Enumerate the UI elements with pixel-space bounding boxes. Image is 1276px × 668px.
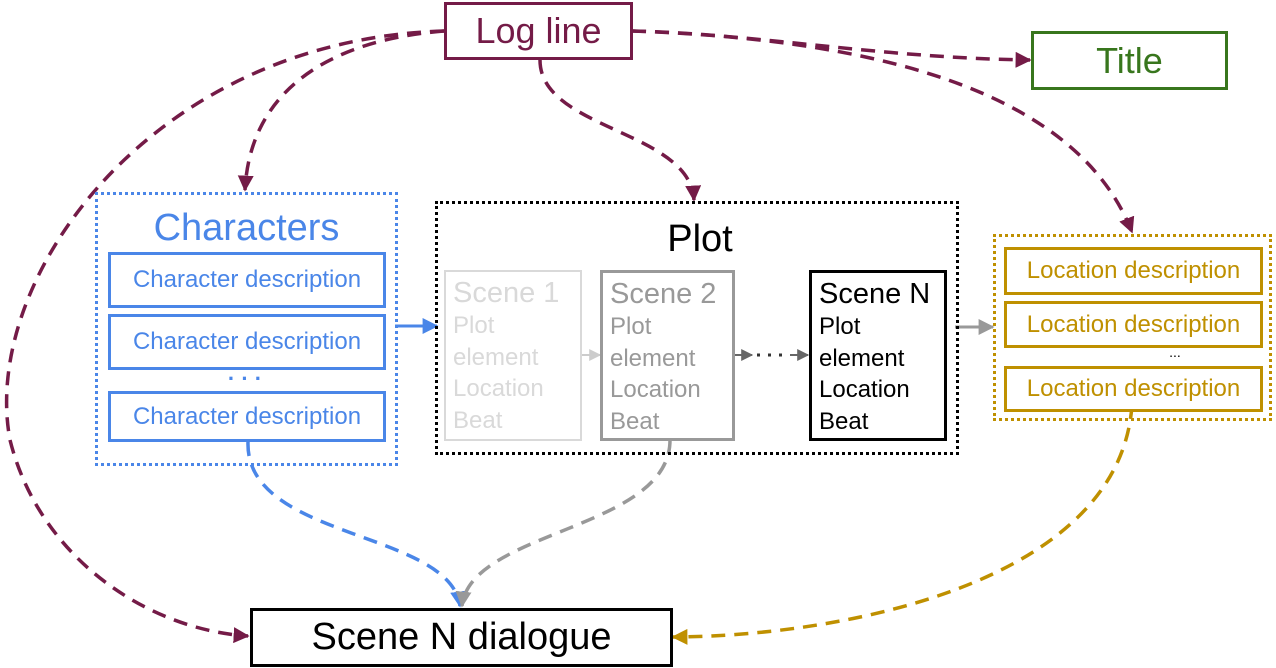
character-description-2[interactable]: Character description <box>108 314 386 370</box>
scene-2-line: Plot <box>610 313 652 340</box>
scene-1-line: element <box>453 343 539 371</box>
scene-2-line: element <box>610 344 696 372</box>
characters-ellipsis: · · · <box>227 366 263 391</box>
scene-1-card[interactable]: Scene 1 Plot element Location Beat <box>444 270 582 441</box>
location-description-3[interactable]: Location description <box>1004 366 1263 412</box>
locations-ellipsis: ... <box>1169 344 1181 360</box>
characters-group[interactable] <box>95 192 398 466</box>
edge-logline-plot <box>538 59 702 202</box>
scene-n-line: element <box>819 344 905 372</box>
plot-group[interactable] <box>435 201 959 455</box>
scene-1-line: Plot <box>453 312 495 339</box>
location-description-1[interactable]: Location description <box>1004 247 1263 295</box>
scene-n-line: Plot <box>819 313 861 340</box>
logline-label: Log line <box>475 10 602 51</box>
edge-logline-characters <box>237 29 445 192</box>
location-description-2[interactable]: Location description <box>1004 301 1263 348</box>
locations-group[interactable] <box>993 234 1272 421</box>
scene-1-line: Beat <box>453 406 503 434</box>
characters-heading: Characters <box>153 207 340 249</box>
character-description-label: Character description <box>132 328 362 355</box>
edge-logline-locations <box>631 29 1135 234</box>
character-description-label: Character description <box>132 266 362 293</box>
scene-2-line: Location <box>610 376 701 403</box>
character-description-label: Character description <box>132 402 362 430</box>
plot-heading: Plot <box>667 218 733 260</box>
scene-n-card[interactable]: Scene N Plot element Location Beat <box>809 270 947 441</box>
edge-scene2-dialogue <box>455 439 672 608</box>
character-description-1[interactable]: Character description <box>108 252 386 308</box>
title-node[interactable]: Title <box>1031 31 1228 90</box>
title-label: Title <box>1096 39 1163 81</box>
scene-n-line: Beat <box>819 407 869 435</box>
location-description-label: Location description <box>1026 375 1241 402</box>
character-description-3[interactable]: Character description <box>108 391 386 442</box>
edge-characters-dialogue <box>246 441 467 608</box>
scene-n-dialogue-node[interactable]: Scene N dialogue <box>250 608 673 667</box>
scene-1-title: Scene 1 <box>453 277 560 309</box>
scene-2-title: Scene 2 <box>610 278 717 310</box>
scene-1-line: Location <box>453 375 544 402</box>
scene-n-dialogue-label: Scene N dialogue <box>311 616 612 658</box>
scene-n-title: Scene N <box>819 278 931 310</box>
scene-n-line: Location <box>819 376 910 403</box>
location-description-label: Location description <box>1026 257 1241 284</box>
logline-node[interactable]: Log line <box>444 2 633 60</box>
edge-logline-dialogue <box>4 29 445 644</box>
scene-2-line: Beat <box>610 407 660 435</box>
location-description-label: Location description <box>1026 310 1241 338</box>
edge-locations-dialogue <box>671 404 1134 645</box>
scene-2-card[interactable]: Scene 2 Plot element Location Beat <box>600 270 735 441</box>
